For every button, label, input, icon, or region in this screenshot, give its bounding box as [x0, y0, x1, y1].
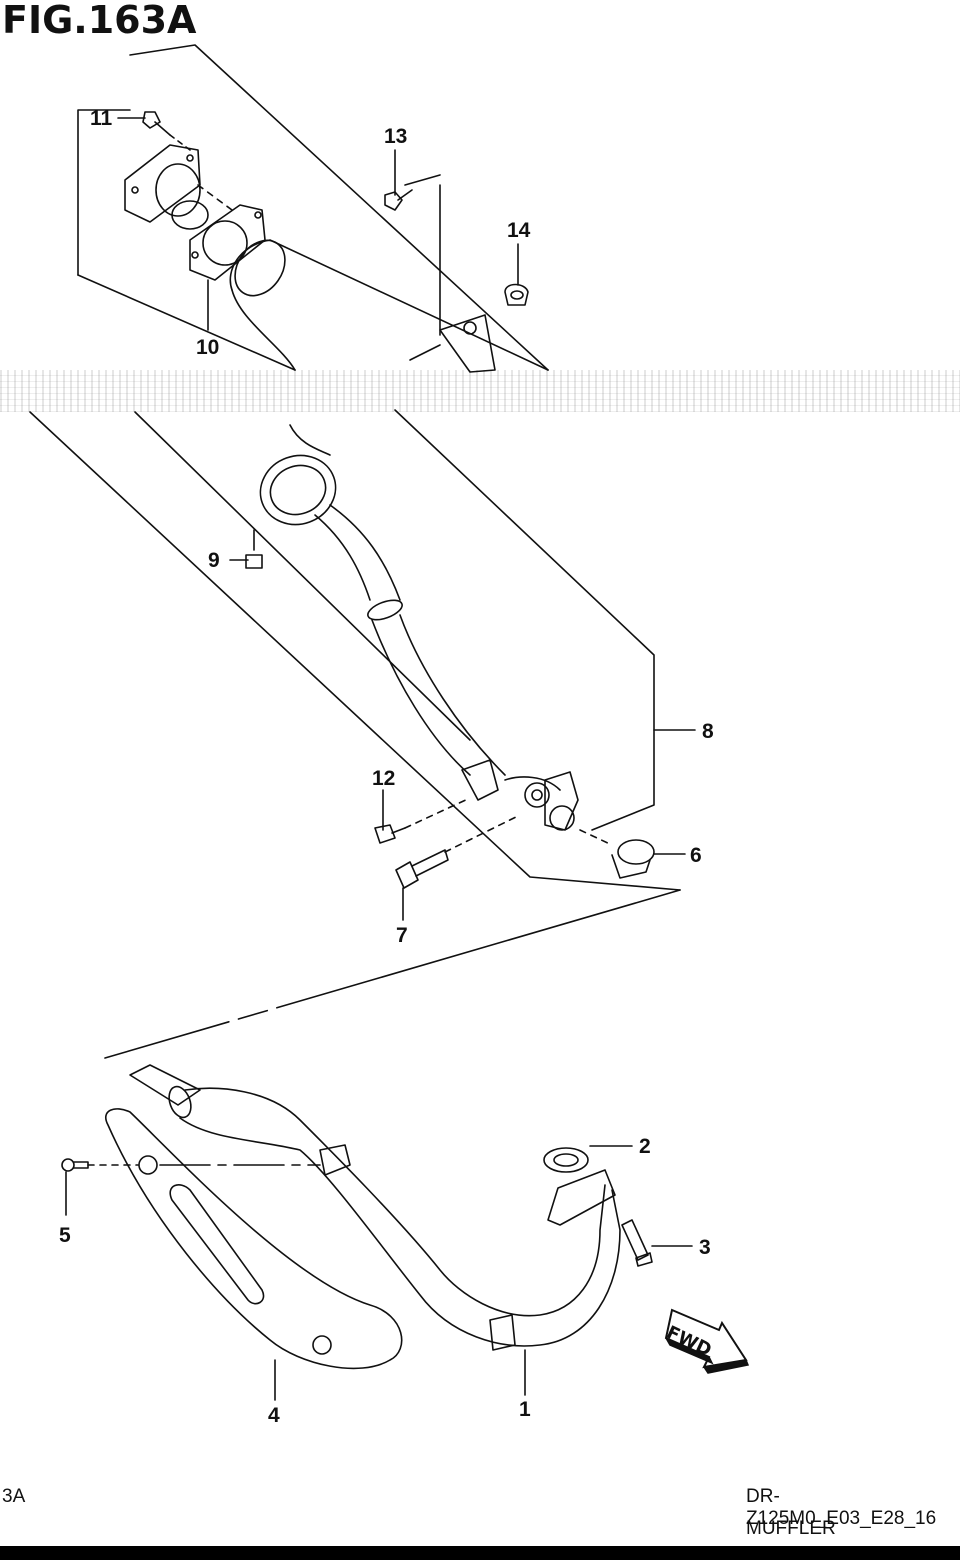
gasket	[189, 204, 266, 281]
bottom-border-bar	[0, 1546, 960, 1560]
muffler-lower-pipe	[259, 424, 579, 831]
callout-1: 1	[519, 1398, 531, 1421]
callout-13: 13	[384, 125, 408, 148]
gasket-2	[543, 1145, 633, 1226]
figure-title: FIG.163A	[2, 0, 197, 42]
muffler-body	[229, 174, 549, 373]
bolt-7	[395, 814, 521, 921]
callout-2: 2	[639, 1135, 651, 1158]
assembly-leader	[104, 889, 681, 1059]
scan-noise-band	[0, 370, 960, 412]
mounting-flange	[124, 144, 233, 230]
muffler-assembly-outline	[29, 44, 696, 891]
footer-model-code: DR-Z125M0_E03_E28_16	[746, 1486, 937, 1529]
callout-12: 12	[372, 767, 396, 790]
bolt-9	[229, 529, 263, 569]
callout-11: 11	[90, 107, 113, 130]
bolt-13	[384, 149, 413, 211]
bolt-11	[117, 111, 191, 151]
forward-direction-arrow-icon	[664, 1308, 750, 1374]
exhaust-pipe	[129, 1064, 621, 1351]
callout-9: 9	[208, 549, 220, 572]
bolt-12	[374, 789, 471, 844]
grommet-14	[504, 243, 529, 306]
callout-6: 6	[690, 844, 702, 867]
callout-10: 10	[196, 336, 220, 359]
callout-8: 8	[702, 720, 714, 743]
callout-4: 4	[268, 1404, 280, 1427]
callout-3: 3	[699, 1236, 711, 1259]
callout-14: 14	[507, 219, 531, 242]
footer-figure-ref: 3A	[2, 1486, 26, 1507]
heat-shield	[105, 1108, 403, 1401]
seal-6	[579, 829, 686, 879]
bolt-3	[621, 1219, 693, 1267]
screw-5	[61, 1158, 139, 1216]
footer-section-name: MUFFLER	[746, 1518, 836, 1539]
callout-5: 5	[59, 1224, 71, 1247]
callout-7: 7	[396, 924, 408, 947]
